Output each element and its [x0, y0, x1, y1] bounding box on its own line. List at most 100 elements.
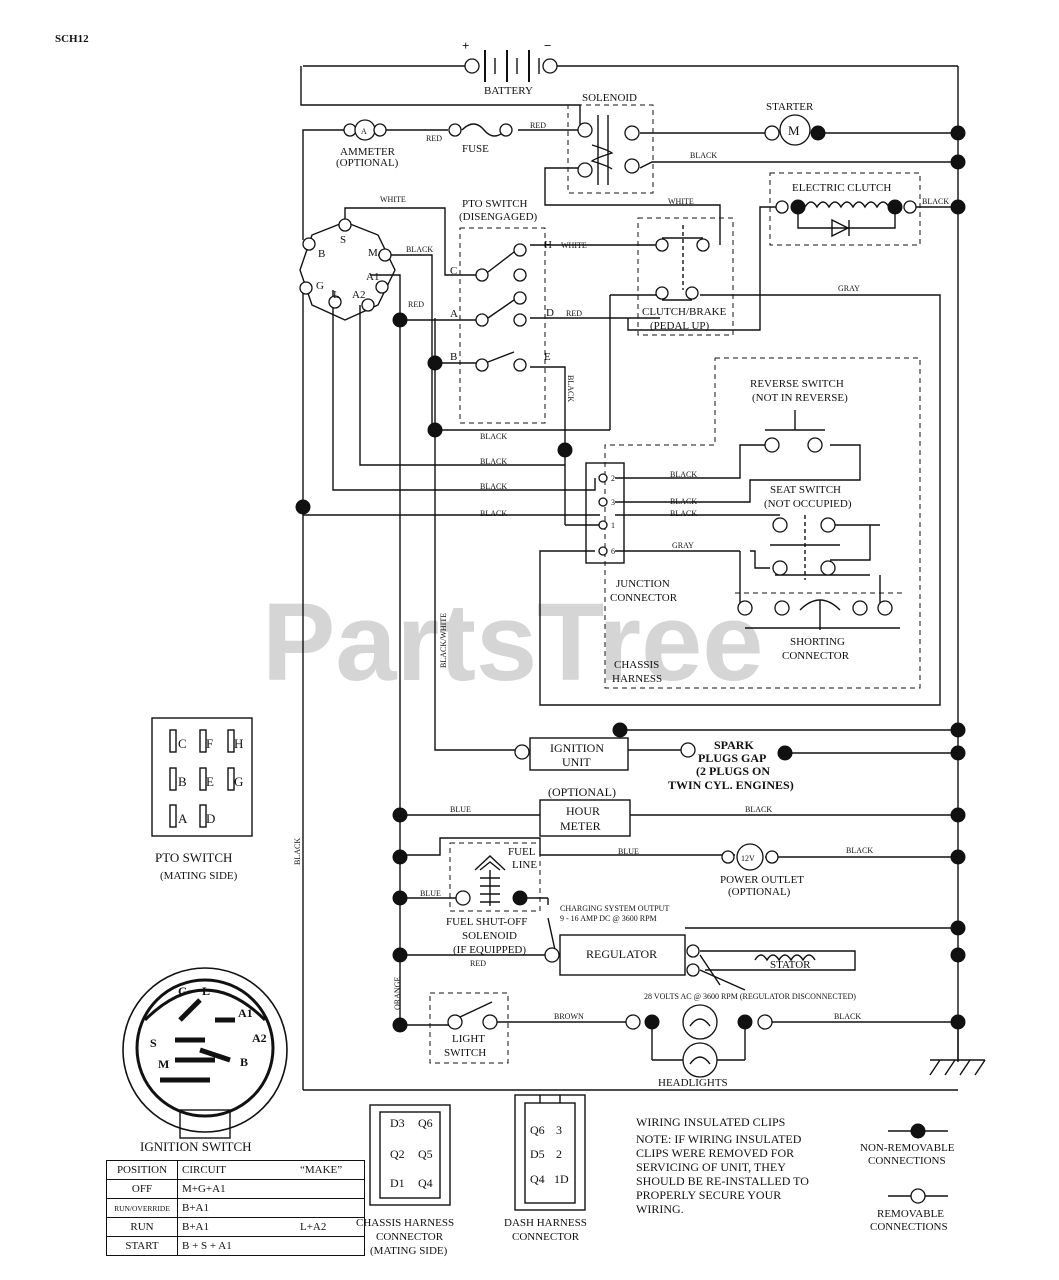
- fuse: FUSE: [448, 123, 513, 155]
- page-id: SCH12: [55, 33, 89, 45]
- svg-text:A2: A2: [352, 289, 365, 301]
- svg-text:B: B: [178, 774, 187, 789]
- svg-text:Q4: Q4: [418, 1176, 433, 1190]
- svg-text:BLACK: BLACK: [480, 509, 507, 518]
- dash-harness-connector: Q6 3 D5 2 Q4 1D: [514, 1094, 586, 1211]
- svg-text:RED: RED: [530, 121, 546, 130]
- table-row: RUN/OVERRIDE B+A1: [106, 1198, 365, 1218]
- svg-text:Q6: Q6: [418, 1116, 433, 1130]
- svg-text:9 - 16 AMP DC @ 3600 RPM: 9 - 16 AMP DC @ 3600 RPM: [560, 914, 657, 923]
- svg-text:B: B: [318, 248, 325, 260]
- svg-text:TWIN CYL. ENGINES): TWIN CYL. ENGINES): [668, 778, 794, 792]
- svg-text:ELECTRIC CLUTCH: ELECTRIC CLUTCH: [792, 182, 891, 194]
- svg-text:D5: D5: [530, 1147, 545, 1161]
- svg-text:A: A: [450, 308, 458, 320]
- svg-text:(IF EQUIPPED): (IF EQUIPPED): [453, 944, 526, 956]
- svg-text:H: H: [234, 736, 243, 751]
- svg-text:POWER OUTLET: POWER OUTLET: [720, 874, 804, 886]
- svg-text:CLIPS WERE REMOVED FOR: CLIPS WERE REMOVED FOR: [636, 1146, 794, 1160]
- svg-text:(DISENGAGED): (DISENGAGED): [459, 211, 538, 223]
- svg-text:IGNITION: IGNITION: [550, 741, 604, 755]
- svg-text:Q2: Q2: [390, 1147, 405, 1161]
- wiring-note: WIRING INSULATED CLIPS NOTE: IF WIRING I…: [636, 1115, 809, 1216]
- svg-text:L: L: [333, 289, 340, 301]
- svg-text:S: S: [340, 234, 346, 246]
- svg-text:L: L: [202, 984, 210, 998]
- svg-text:D: D: [206, 811, 215, 826]
- svg-text:CHASSIS HARNESS: CHASSIS HARNESS: [356, 1217, 454, 1229]
- power-outlet: 12V POWER OUTLET (OPTIONAL): [720, 843, 804, 898]
- watermark: PartsTree: [262, 581, 763, 704]
- svg-text:BLACK: BLACK: [690, 151, 717, 160]
- svg-text:BLACK: BLACK: [670, 497, 697, 506]
- svg-text:WIRING.: WIRING.: [636, 1202, 684, 1216]
- svg-text:D1: D1: [390, 1176, 405, 1190]
- svg-text:BLACK: BLACK: [293, 838, 302, 865]
- svg-text:BLACK: BLACK: [745, 805, 772, 814]
- svg-text:M: M: [158, 1057, 169, 1071]
- svg-text:G: G: [234, 774, 243, 789]
- chassis-harness-label: CHASSIS: [614, 659, 659, 671]
- svg-text:STARTER: STARTER: [766, 101, 814, 113]
- svg-text:CONNECTIONS: CONNECTIONS: [870, 1221, 948, 1233]
- svg-text:1: 1: [611, 521, 615, 530]
- reverse-switch: REVERSE SWITCH (NOT IN REVERSE): [750, 378, 848, 453]
- chassis-harness-connector: D3 Q6 Q2 Q5 D1 Q4: [369, 1104, 451, 1206]
- svg-text:REMOVABLE: REMOVABLE: [877, 1208, 944, 1220]
- svg-text:H: H: [544, 239, 552, 251]
- battery-label: BATTERY: [484, 85, 533, 97]
- svg-text:LIGHT: LIGHT: [452, 1033, 485, 1045]
- svg-text:E: E: [544, 351, 551, 363]
- svg-text:A1: A1: [366, 271, 379, 283]
- svg-text:REVERSE SWITCH: REVERSE SWITCH: [750, 378, 844, 390]
- svg-text:B: B: [450, 351, 457, 363]
- svg-text:(NOT OCCUPIED): (NOT OCCUPIED): [764, 498, 852, 510]
- pto-switch-face: C F H B E G A D: [151, 717, 253, 837]
- svg-text:FUEL: FUEL: [508, 846, 536, 858]
- svg-text:6: 6: [611, 547, 615, 556]
- svg-text:UNIT: UNIT: [562, 755, 591, 769]
- starter-motor: STARTER M: [764, 101, 826, 146]
- svg-text:BLACK: BLACK: [846, 846, 873, 855]
- svg-text:CONNECTOR: CONNECTOR: [782, 650, 850, 662]
- junction-connector: 2 3 1 6 JUNCTION CONNECTOR: [585, 462, 678, 604]
- svg-text:GRAY: GRAY: [838, 284, 860, 293]
- svg-text:C: C: [178, 736, 187, 751]
- svg-text:2: 2: [556, 1147, 562, 1161]
- svg-text:1D: 1D: [554, 1172, 569, 1186]
- svg-text:(MATING SIDE): (MATING SIDE): [160, 870, 238, 882]
- svg-text:FUSE: FUSE: [462, 143, 489, 155]
- svg-text:A1: A1: [238, 1006, 253, 1020]
- svg-text:(OPTIONAL): (OPTIONAL): [728, 886, 791, 898]
- svg-text:NOTE: IF WIRING INSULATED: NOTE: IF WIRING INSULATED: [636, 1132, 802, 1146]
- svg-text:DASH HARNESS: DASH HARNESS: [504, 1217, 587, 1229]
- legend: NON-REMOVABLE CONNECTIONS REMOVABLE CONN…: [860, 1123, 955, 1233]
- svg-text:CLUTCH/BRAKE: CLUTCH/BRAKE: [642, 306, 727, 318]
- battery-plus: +: [462, 38, 469, 53]
- svg-text:JUNCTION: JUNCTION: [616, 578, 670, 590]
- svg-text:Q5: Q5: [418, 1147, 433, 1161]
- svg-text:AMMETER: AMMETER: [340, 146, 396, 158]
- svg-text:3: 3: [611, 498, 615, 507]
- svg-text:G: G: [178, 984, 187, 998]
- svg-text:D3: D3: [390, 1116, 405, 1130]
- regulator: CHARGING SYSTEM OUTPUT 9 - 16 AMP DC @ 3…: [544, 904, 700, 977]
- svg-text:HOUR: HOUR: [566, 804, 600, 818]
- svg-text:S: S: [150, 1036, 157, 1050]
- ignition-switch-terminals: S M A1 A2 L G B: [299, 218, 396, 321]
- light-switch: LIGHT SWITCH: [429, 992, 509, 1064]
- table-row: OFF M+G+A1: [106, 1179, 365, 1199]
- stator: STATOR 28 VOLTS AC @ 3600 RPM (REGULATOR…: [644, 954, 856, 1001]
- solenoid: SOLENOID: [567, 92, 654, 194]
- svg-text:BLACK/WHITE: BLACK/WHITE: [439, 613, 448, 668]
- svg-text:SOLENOID: SOLENOID: [462, 930, 517, 942]
- svg-text:HEADLIGHTS: HEADLIGHTS: [658, 1077, 728, 1089]
- svg-text:CHARGING SYSTEM OUTPUT: CHARGING SYSTEM OUTPUT: [560, 904, 669, 913]
- svg-text:BLACK: BLACK: [406, 245, 433, 254]
- seat-switch: SEAT SWITCH (NOT OCCUPIED): [764, 484, 852, 580]
- svg-text:PLUGS GAP: PLUGS GAP: [698, 751, 766, 765]
- svg-text:BLUE: BLUE: [618, 847, 639, 856]
- svg-text:BROWN: BROWN: [554, 1012, 584, 1021]
- svg-text:BLACK: BLACK: [480, 457, 507, 466]
- svg-text:(2 PLUGS ON: (2 PLUGS ON: [696, 764, 770, 778]
